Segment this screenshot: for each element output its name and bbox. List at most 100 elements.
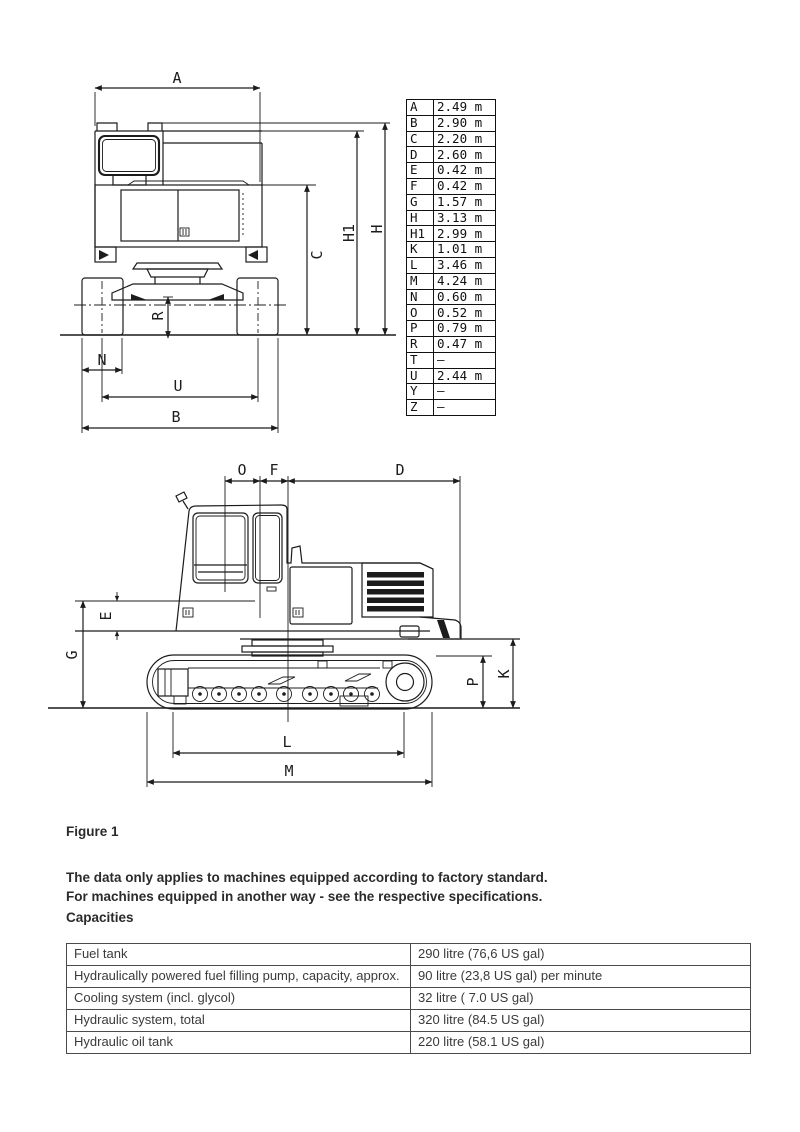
dim-label-H: H xyxy=(368,224,386,233)
dim-value: 3.46 m xyxy=(433,256,496,274)
capacity-value: 32 litre ( 7.0 US gal) xyxy=(410,987,751,1010)
dim-key: G xyxy=(406,193,434,211)
dim-label-N: N xyxy=(97,351,106,369)
dim-value: – xyxy=(433,399,496,416)
dim-value: 0.42 m xyxy=(433,162,496,179)
dim-label-H1: H1 xyxy=(340,224,358,242)
dim-key: P xyxy=(406,320,434,337)
dim-key: A xyxy=(406,99,434,116)
dim-label-A: A xyxy=(172,69,181,87)
dim-key: N xyxy=(406,288,434,306)
dim-value: 0.47 m xyxy=(433,335,496,353)
side-view-machine xyxy=(48,491,520,710)
figure-caption: Figure 1 xyxy=(66,824,119,839)
capacities-table: Fuel tank 290 litre (76,6 US gal) Hydrau… xyxy=(66,943,751,1054)
dim-value: 2.20 m xyxy=(433,130,496,148)
capacity-row: Hydraulic system, total 320 litre (84.5 … xyxy=(66,1009,751,1032)
dim-label-E: E xyxy=(97,611,115,620)
dim-key: B xyxy=(406,114,434,132)
intro-line-1: The data only applies to machines equipp… xyxy=(66,870,548,885)
dim-label-L: L xyxy=(282,733,291,751)
capacity-value: 220 litre (58.1 US gal) xyxy=(410,1031,751,1054)
intro-paragraph: The data only applies to machines equipp… xyxy=(66,868,548,906)
rear-view-diagram: A H H1 C R N U B xyxy=(60,69,396,433)
dim-label-F: F xyxy=(269,461,278,479)
dim-value: 0.60 m xyxy=(433,288,496,306)
capacity-label: Hydraulic system, total xyxy=(66,1009,411,1032)
side-view-diagram: O F D E G K P L M xyxy=(48,461,520,787)
dim-key: H xyxy=(406,209,434,227)
dim-row: Y– xyxy=(406,383,496,401)
dim-key: C xyxy=(406,130,434,148)
dim-value: 1.01 m xyxy=(433,241,496,258)
dim-value: 2.90 m xyxy=(433,114,496,132)
capacity-value: 320 litre (84.5 US gal) xyxy=(410,1009,751,1032)
capacity-label: Hydraulically powered fuel filling pump,… xyxy=(66,965,411,988)
dim-key: O xyxy=(406,304,434,322)
capacity-label: Hydraulic oil tank xyxy=(66,1031,411,1054)
dim-key: Z xyxy=(406,399,434,416)
dim-label-K: K xyxy=(495,669,513,678)
dim-row: T– xyxy=(406,351,496,369)
dim-value: 3.13 m xyxy=(433,209,496,227)
dim-value: 2.44 m xyxy=(433,367,496,385)
dim-key: M xyxy=(406,272,434,290)
dim-key: E xyxy=(406,162,434,179)
capacity-label: Fuel tank xyxy=(66,943,411,966)
dim-row: Z– xyxy=(406,399,496,416)
dim-value: – xyxy=(433,383,496,401)
dim-label-D: D xyxy=(395,461,404,479)
dim-label-O: O xyxy=(237,461,246,479)
rear-view-machine xyxy=(60,122,396,336)
capacity-row: Cooling system (incl. glycol) 32 litre (… xyxy=(66,987,751,1010)
dim-label-C: C xyxy=(308,250,326,259)
dim-label-G: G xyxy=(63,650,81,659)
capacity-row: Fuel tank 290 litre (76,6 US gal) xyxy=(66,943,751,966)
dim-label-B: B xyxy=(171,408,180,426)
dim-key: R xyxy=(406,335,434,353)
intro-line-2: For machines equipped in another way - s… xyxy=(66,889,543,904)
dim-key: H1 xyxy=(406,225,434,243)
capacity-value: 290 litre (76,6 US gal) xyxy=(410,943,751,966)
dim-value: 2.99 m xyxy=(433,225,496,243)
capacity-row: Hydraulic oil tank 220 litre (58.1 US ga… xyxy=(66,1031,751,1054)
capacity-row: Hydraulically powered fuel filling pump,… xyxy=(66,965,751,988)
dim-key: T xyxy=(406,351,434,369)
dim-value: 4.24 m xyxy=(433,272,496,290)
dim-value: 2.60 m xyxy=(433,146,496,164)
dim-key: D xyxy=(406,146,434,164)
dim-value: 0.79 m xyxy=(433,320,496,337)
dim-label-U: U xyxy=(173,377,182,395)
dim-key: L xyxy=(406,256,434,274)
dim-key: U xyxy=(406,367,434,385)
capacity-label: Cooling system (incl. glycol) xyxy=(66,987,411,1010)
side-view-dimensions: O F D E G K P L M xyxy=(63,461,516,787)
dim-key: K xyxy=(406,241,434,258)
dim-key: F xyxy=(406,177,434,195)
dim-label-P: P xyxy=(464,677,482,686)
dim-value: 0.42 m xyxy=(433,177,496,195)
dim-value: – xyxy=(433,351,496,369)
dim-label-M: M xyxy=(284,762,293,780)
dim-value: 2.49 m xyxy=(433,99,496,116)
dim-value: 0.52 m xyxy=(433,304,496,322)
rear-view-dimensions: A H H1 C R N U B xyxy=(81,69,390,433)
